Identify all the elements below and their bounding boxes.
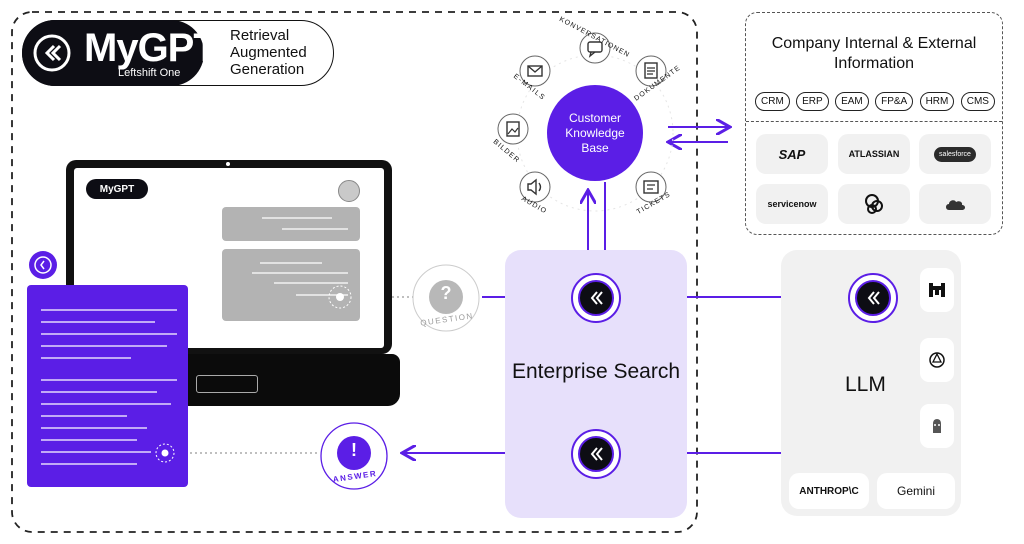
- logo-sharepoint-tile: [838, 184, 910, 224]
- question-bubble: [412, 264, 480, 332]
- rag-line-1: Retrieval: [230, 27, 290, 44]
- search-query-node-icon: [571, 273, 621, 323]
- llm-provider-openai: [920, 338, 954, 382]
- logo-atlassian: ATLASSIAN: [838, 134, 910, 174]
- search-answer-node-icon: [571, 429, 621, 479]
- document-text-lines: [41, 309, 177, 465]
- tag-crm: CRM: [755, 92, 790, 111]
- tag-hrm: HRM: [919, 92, 955, 111]
- llm-provider-gemini: Gemini: [877, 473, 955, 509]
- email-source-icon: [519, 55, 551, 87]
- llama-icon: [933, 419, 941, 433]
- answer-document: [27, 285, 188, 487]
- openai-icon: [929, 352, 945, 368]
- mistral-icon: [929, 283, 945, 297]
- rag-line-3: Generation: [230, 61, 305, 78]
- enterprise-search-title: Enterprise Search: [511, 360, 681, 383]
- answer-bubble: [320, 422, 388, 490]
- answer-symbol: !: [351, 440, 357, 460]
- mygpt-logo-icon: [33, 34, 71, 72]
- tag-cms: CMS: [960, 92, 995, 111]
- image-source-icon: [497, 113, 529, 145]
- tag-eam: EAM: [835, 92, 869, 111]
- document-source-icon: [635, 55, 667, 87]
- llm-title: LLM: [845, 373, 886, 396]
- logo-sap: SAP: [756, 134, 828, 174]
- mygpt-system-frame: [11, 11, 698, 533]
- ticket-source-icon: [635, 171, 667, 203]
- document-mygpt-icon: [29, 251, 57, 279]
- logo-cloud-tile: [919, 184, 991, 224]
- logo-servicenow: servicenow: [756, 184, 828, 224]
- company-info-title: Company Internal & External Information: [771, 35, 977, 72]
- chat-bubble-question: [222, 207, 360, 241]
- sharepoint-icon: [865, 194, 883, 214]
- mygpt-brand-name: MyGPT: [84, 26, 218, 70]
- llm-node-icon: [848, 273, 898, 323]
- customer-knowledge-base: Customer Knowledge Base: [547, 85, 643, 181]
- llm-provider-llama: [920, 404, 954, 448]
- rag-description: Retrieval Augmented Generation: [230, 27, 330, 78]
- company-tag-row: CRM ERP EAM FP&A HRM CMS: [755, 92, 995, 111]
- llm-provider-anthropic: ANTHROP\C: [789, 473, 869, 509]
- cloud-icon: [946, 200, 965, 210]
- logo-salesforce-tile: salesforce: [919, 134, 991, 174]
- mygpt-brand-subtitle: Leftshift One: [118, 67, 181, 79]
- laptop-trackpad: [196, 375, 258, 393]
- llm-provider-mistral: [920, 268, 954, 312]
- user-avatar: [338, 180, 360, 202]
- chat-bubble-answer: [222, 249, 360, 321]
- company-divider: [746, 121, 1002, 122]
- ckb-label: Customer Knowledge Base: [565, 110, 625, 155]
- audio-source-icon: [519, 171, 551, 203]
- tag-fpa: FP&A: [875, 92, 914, 111]
- rag-line-2: Augmented: [230, 44, 307, 61]
- laptop-camera: [226, 162, 230, 166]
- question-origin-dot: [328, 285, 352, 309]
- laptop-mygpt-logo: MyGPT: [86, 179, 148, 199]
- conversation-source-icon: [579, 32, 611, 64]
- question-symbol: ?: [440, 283, 452, 303]
- logo-salesforce: salesforce: [934, 146, 976, 162]
- tag-erp: ERP: [796, 92, 829, 111]
